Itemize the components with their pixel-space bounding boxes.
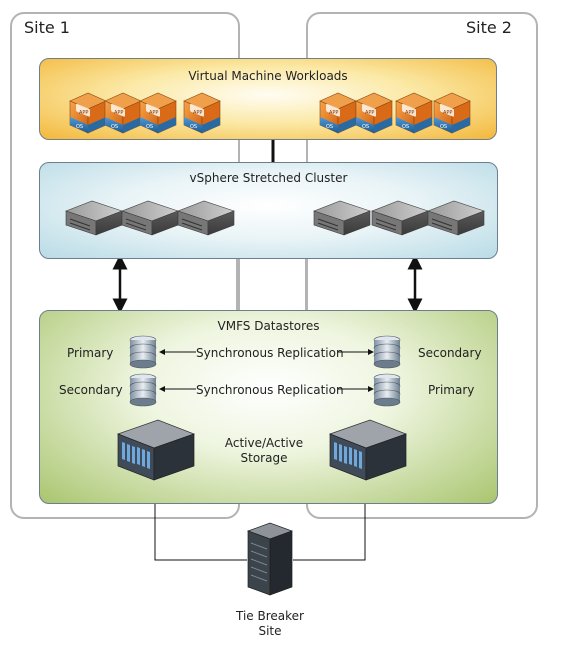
vm-os-label: OS [402,124,409,130]
vm-app-label: APP [79,110,88,116]
vm-app-label: APP [149,110,158,116]
left-top-role-label: Primary [67,346,114,360]
datastore-icon [129,373,157,407]
vm-icon: APP OS [183,92,221,134]
vm-os-label: OS [190,124,197,130]
datastores-panel: VMFS Datastores [39,310,498,504]
vm-os-label: OS [146,124,153,130]
site-1-label: Site 1 [24,18,70,37]
vm-app-label: APP [193,110,202,116]
vm-os-label: OS [362,124,369,130]
datastore-icon [129,335,157,369]
replication-bottom-label: Synchronous Replication [196,383,344,397]
vm-icon: APP OS [69,92,107,134]
site-1-container [10,12,240,519]
storage-label-line2: Storage [240,451,288,465]
site-2-label: Site 2 [466,18,512,37]
vm-app-label: APP [405,110,414,116]
vm-app-label: APP [329,110,338,116]
server-icon [121,200,179,236]
vm-app-label: APP [443,110,452,116]
vm-os-label: OS [111,124,118,130]
datastores-title: VMFS Datastores [217,319,320,333]
vm-os-label: OS [440,124,447,130]
server-icon [65,200,123,236]
datastore-icon [373,335,401,369]
tiebreaker-server-icon [246,522,294,596]
server-icon [313,200,371,236]
vm-icon: APP OS [355,92,393,134]
vm-icon: APP OS [139,92,177,134]
vm-icon: APP OS [433,92,471,134]
replication-top-label: Synchronous Replication [196,346,344,360]
storage-label-line1: Active/Active [224,436,304,450]
tiebreaker-label-line1: Tie Breaker [236,609,304,623]
storage-array-icon [329,419,407,481]
server-icon [177,200,235,236]
vm-os-label: OS [326,124,333,130]
datastore-icon [373,373,401,407]
tiebreaker-label-line2: Site [258,624,282,638]
cluster-title: vSphere Stretched Cluster [189,171,348,185]
right-bottom-role-label: Primary [428,383,475,397]
vm-icon: APP OS [395,92,433,134]
vm-os-label: OS [76,124,83,130]
server-icon [427,200,485,236]
vm-icon: APP OS [319,92,357,134]
vm-app-label: APP [114,110,123,116]
server-icon [371,200,429,236]
vm-app-label: APP [365,110,374,116]
right-tiebreaker-link [293,478,366,561]
vm-icon: APP OS [104,92,142,134]
workloads-title: Virtual Machine Workloads [188,69,348,83]
right-top-role-label: Secondary [418,346,482,360]
storage-array-icon [117,419,195,481]
left-tiebreaker-link [154,478,247,561]
left-bottom-role-label: Secondary [59,383,123,397]
